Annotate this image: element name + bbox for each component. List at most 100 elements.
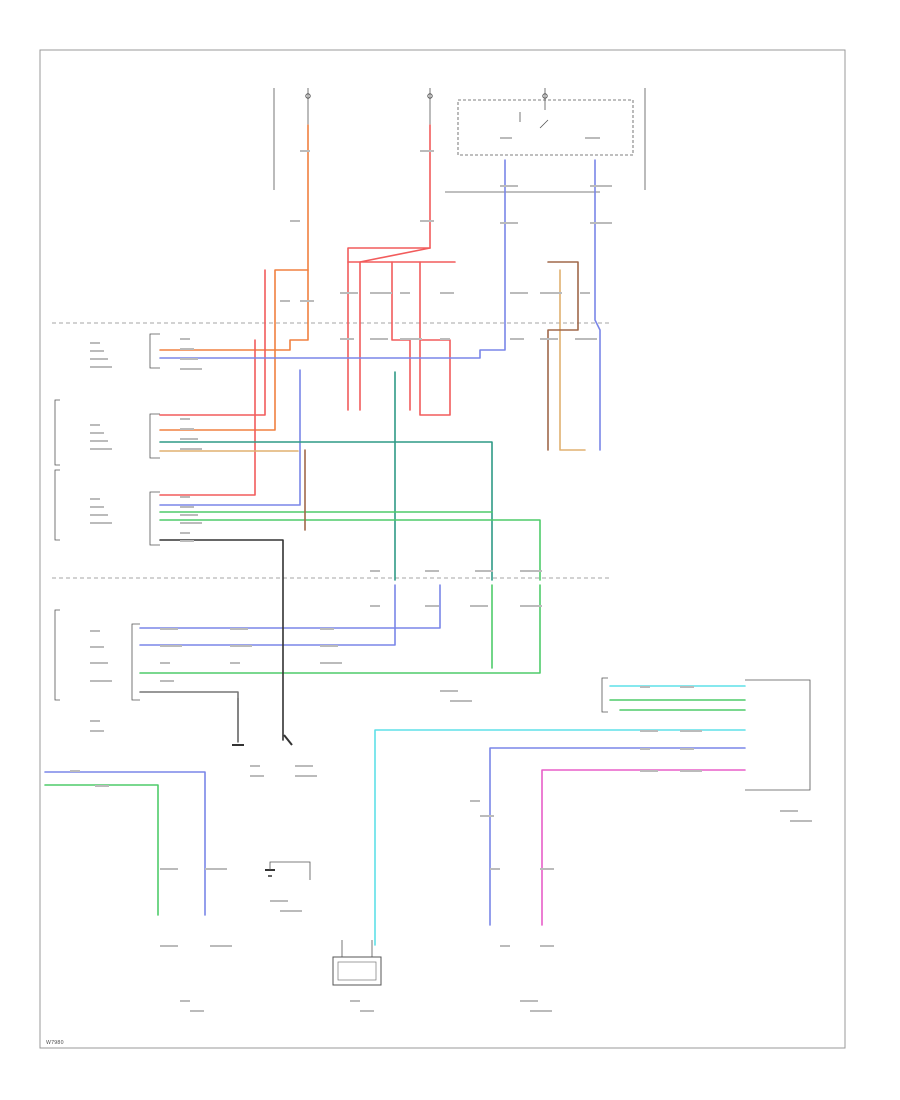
micro-label-mark [160, 945, 178, 947]
micro-label-mark [680, 686, 694, 688]
micro-label-mark [425, 570, 439, 572]
micro-label-mark [90, 358, 108, 360]
micro-label-mark [90, 522, 112, 524]
micro-label-mark [540, 338, 558, 340]
micro-label-mark [490, 868, 500, 870]
micro-label-mark [180, 448, 202, 450]
micro-label-mark [790, 820, 812, 822]
micro-label-mark [210, 945, 232, 947]
micro-label-mark [70, 770, 80, 772]
micro-label-mark [270, 900, 288, 902]
micro-label-mark [180, 532, 190, 534]
micro-label-mark [90, 366, 112, 368]
micro-label-mark [90, 432, 104, 434]
wire-green-3 [139, 584, 541, 674]
micro-label-mark [680, 770, 702, 772]
micro-label-mark [520, 605, 542, 607]
micro-label-mark [440, 690, 458, 692]
micro-label-mark [530, 1010, 552, 1012]
wire-layer [44, 124, 746, 946]
micro-label-mark [520, 570, 542, 572]
wire-tan-2 [559, 269, 586, 451]
micro-label-mark [370, 292, 392, 294]
micro-label-mark [640, 686, 650, 688]
micro-label-mark [295, 765, 313, 767]
micro-label-mark [360, 1010, 374, 1012]
micro-label-mark [280, 910, 302, 912]
wire-gray-ground [139, 691, 239, 743]
micro-label-mark [160, 628, 178, 630]
wire-blue-right [489, 747, 746, 926]
micro-label-mark [95, 785, 109, 787]
micro-label-mark [160, 868, 178, 870]
wire-green-sensor [44, 784, 159, 916]
micro-label-mark [180, 540, 194, 542]
micro-label-mark [370, 605, 380, 607]
micro-label-mark [320, 662, 342, 664]
micro-label-mark [540, 292, 562, 294]
micro-label-mark [500, 222, 518, 224]
micro-label-mark [450, 700, 472, 702]
micro-label-mark [320, 645, 338, 647]
micro-label-mark [680, 730, 702, 732]
micro-label-mark [90, 350, 104, 352]
micro-label-mark [90, 662, 108, 664]
wire-red-fuse-2 [347, 124, 431, 411]
micro-label-mark [180, 438, 198, 440]
micro-label-mark [160, 680, 174, 682]
micro-label-mark [180, 348, 194, 350]
micro-label-mark [640, 770, 658, 772]
micro-label-mark [90, 646, 104, 648]
diagram-id: W7980 [46, 1040, 64, 1046]
micro-label-mark [90, 498, 100, 500]
micro-label-mark [575, 338, 597, 340]
ac-pressure-transducer-inner [337, 961, 377, 981]
micro-label-mark [500, 945, 510, 947]
micro-label-mark [500, 185, 518, 187]
micro-label-mark [440, 338, 450, 340]
micro-label-mark [180, 338, 190, 340]
label-ticks [70, 150, 812, 1012]
micro-label-mark [180, 496, 190, 498]
wire-black-ground [159, 539, 284, 741]
micro-label-mark [640, 748, 650, 750]
wire-blue-5 [139, 584, 396, 646]
wire-cyan-ac [374, 729, 746, 946]
micro-label-mark [205, 868, 227, 870]
micro-label-mark [180, 428, 194, 430]
micro-label-mark [295, 775, 317, 777]
wire-blue-3 [159, 369, 301, 506]
micro-label-mark [180, 506, 194, 508]
wire-brown-1 [547, 261, 579, 451]
micro-label-mark [180, 418, 190, 420]
micro-label-mark [470, 800, 480, 802]
micro-label-mark [300, 300, 314, 302]
wire-red-left-2 [159, 339, 256, 496]
wire-blue-1 [159, 159, 506, 359]
micro-label-mark [320, 628, 334, 630]
micro-label-mark [640, 730, 658, 732]
wire-blue-2 [594, 159, 601, 451]
fuse-blocks-top [273, 88, 646, 193]
ac-pressure-transducer-box [332, 956, 382, 986]
micro-label-mark [350, 1000, 360, 1002]
micro-label-mark [190, 1010, 204, 1012]
micro-label-mark [280, 300, 290, 302]
wire-magenta [541, 769, 746, 926]
micro-label-mark [510, 338, 524, 340]
wire-blue-sensor [44, 771, 206, 916]
micro-label-mark [90, 514, 108, 516]
micro-label-mark [540, 868, 554, 870]
wire-green-1 [159, 519, 541, 581]
micro-label-mark [300, 150, 310, 152]
micro-label-mark [370, 338, 388, 340]
micro-label-mark [290, 220, 300, 222]
wire-red-left-1 [159, 269, 266, 416]
micro-label-mark [90, 506, 104, 508]
micro-label-mark [470, 605, 488, 607]
micro-label-mark [180, 368, 202, 370]
micro-label-mark [230, 645, 252, 647]
ground-symbols [232, 698, 311, 880]
micro-label-mark [90, 630, 100, 632]
